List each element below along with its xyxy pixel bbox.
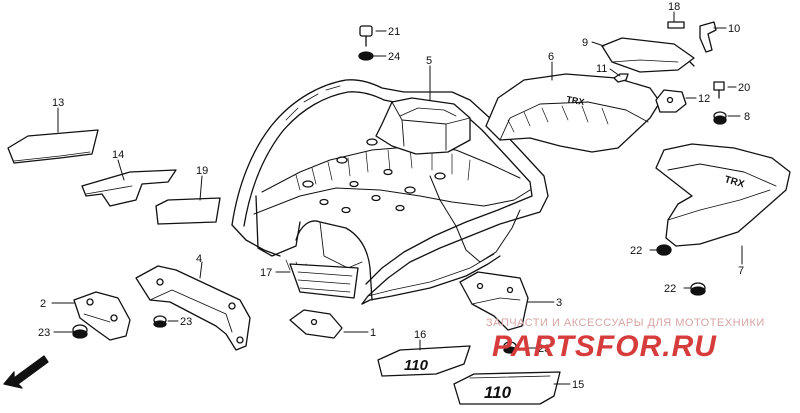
leader-lines [51, 11, 743, 385]
reflector [289, 263, 359, 299]
lid [601, 37, 695, 73]
callout-14: 14 [112, 149, 124, 161]
bracket-left [73, 291, 131, 341]
decal-center [81, 169, 177, 207]
decal-left [7, 129, 99, 164]
bracket-right [655, 89, 687, 113]
emblem-text-16: 110 [404, 357, 429, 374]
callout-18: 18 [668, 1, 680, 13]
grommet-a [656, 244, 672, 256]
callout-23a: 23 [38, 327, 50, 339]
callout-19: 19 [196, 165, 208, 177]
callout-11: 11 [596, 63, 607, 75]
small-clip [667, 21, 685, 29]
callout-16: 16 [414, 329, 426, 341]
rear-fender [231, 79, 549, 305]
callout-15: 15 [572, 379, 584, 391]
spring [613, 73, 629, 83]
callout-5: 5 [426, 55, 432, 67]
callout-10: 10 [728, 23, 740, 35]
callout-labels: 13 14 19 21 24 5 6 18 10 9 11 12 20 8 7 … [38, 1, 750, 391]
callout-21: 21 [388, 26, 400, 38]
watermark: ЗАПЧАСТИ И АКСЕССУАРЫ ДЛЯ МОТОТЕХНИКИ PA… [486, 317, 765, 363]
nut-a [72, 324, 88, 339]
callout-6: 6 [548, 51, 554, 63]
callout-12: 12 [698, 93, 710, 105]
decal-text-lower: TRX [723, 174, 746, 190]
washer-top [358, 51, 374, 61]
nut-c [503, 341, 517, 354]
callout-9: 9 [582, 37, 588, 49]
callout-23c: 23 [538, 343, 550, 355]
nut-right [713, 111, 727, 125]
callout-1: 1 [370, 327, 376, 339]
side-cover-lower: TRX [655, 143, 791, 247]
stay [135, 265, 251, 351]
emblem-lower: 110 [453, 371, 561, 405]
callout-23b: 23 [180, 316, 192, 328]
bolt-top [359, 25, 373, 47]
watermark-logo: PARTSFOR.RU [492, 330, 717, 363]
bracket-center [459, 271, 529, 331]
callout-20: 20 [738, 82, 750, 94]
callout-8: 8 [744, 111, 750, 123]
nut-b [153, 315, 167, 328]
decal-text-upper: TRX [566, 94, 585, 107]
fwd-arrow: FWD [3, 355, 49, 389]
emblem-upper: 110 [377, 345, 471, 377]
decal-small [155, 197, 221, 225]
callout-4: 4 [196, 253, 202, 265]
mount [289, 309, 343, 339]
callout-3: 3 [556, 297, 562, 309]
emblem-text-15: 110 [484, 383, 512, 402]
callout-22b: 22 [664, 283, 676, 295]
bolt-right [713, 81, 725, 99]
callout-22a: 22 [630, 245, 642, 257]
callout-17: 17 [260, 267, 272, 279]
callout-7: 7 [738, 265, 744, 277]
callout-13: 13 [52, 97, 64, 109]
hook [699, 21, 717, 53]
grommet-b [690, 282, 706, 296]
watermark-tagline: ЗАПЧАСТИ И АКСЕССУАРЫ ДЛЯ МОТОТЕХНИКИ [486, 317, 765, 329]
callout-24: 24 [388, 51, 400, 63]
side-cover-upper: TRX [485, 73, 661, 153]
callout-2: 2 [40, 298, 46, 310]
